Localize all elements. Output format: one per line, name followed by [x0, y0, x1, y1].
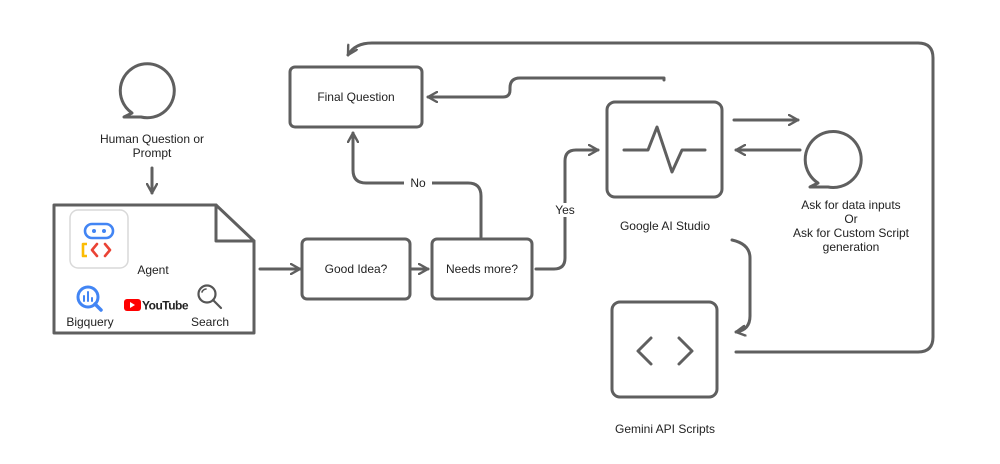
edge-label-no: No [404, 176, 432, 190]
document-fold [214, 203, 256, 243]
final-question-box [288, 65, 424, 129]
needs-more-label: Needs more? [445, 262, 519, 276]
agent-label: Agent [137, 263, 169, 277]
gemini-api-scripts-label: Gemini API Scripts [614, 422, 716, 436]
search-label: Search [190, 315, 230, 329]
arrow-gemini-loop-to-final-question [346, 41, 935, 354]
ask-for-label: Ask for data inputs Or Ask for Custom Sc… [792, 198, 910, 254]
tools-document [52, 203, 256, 335]
bigquery-label: Bigquery [66, 315, 114, 329]
final-question-label: Final Question [317, 90, 395, 104]
agent-icon [69, 209, 129, 269]
google-ai-studio-label: Google AI Studio [619, 219, 711, 233]
human-question-label: Human Question or Prompt [99, 132, 205, 160]
arrow-ai-studio-to-final-question [426, 76, 666, 97]
youtube-logo-icon: YouTube [124, 299, 189, 313]
search-icon [197, 284, 223, 310]
code-brackets-icon [636, 336, 694, 366]
gemini-api-scripts-box [610, 300, 719, 399]
edge-label-yes: Yes [549, 203, 581, 217]
pulse-icon [622, 125, 707, 174]
good-idea-label: Good Idea? [324, 262, 388, 276]
ask-speech-bubble-icon [803, 130, 863, 189]
bigquery-icon [76, 285, 103, 312]
needs-more-box [430, 237, 534, 301]
youtube-logo-text: YouTube [142, 299, 189, 313]
google-ai-studio-box [605, 100, 724, 199]
arrow-ai-studio-to-gemini [730, 238, 752, 332]
speech-bubble-icon [118, 62, 176, 120]
